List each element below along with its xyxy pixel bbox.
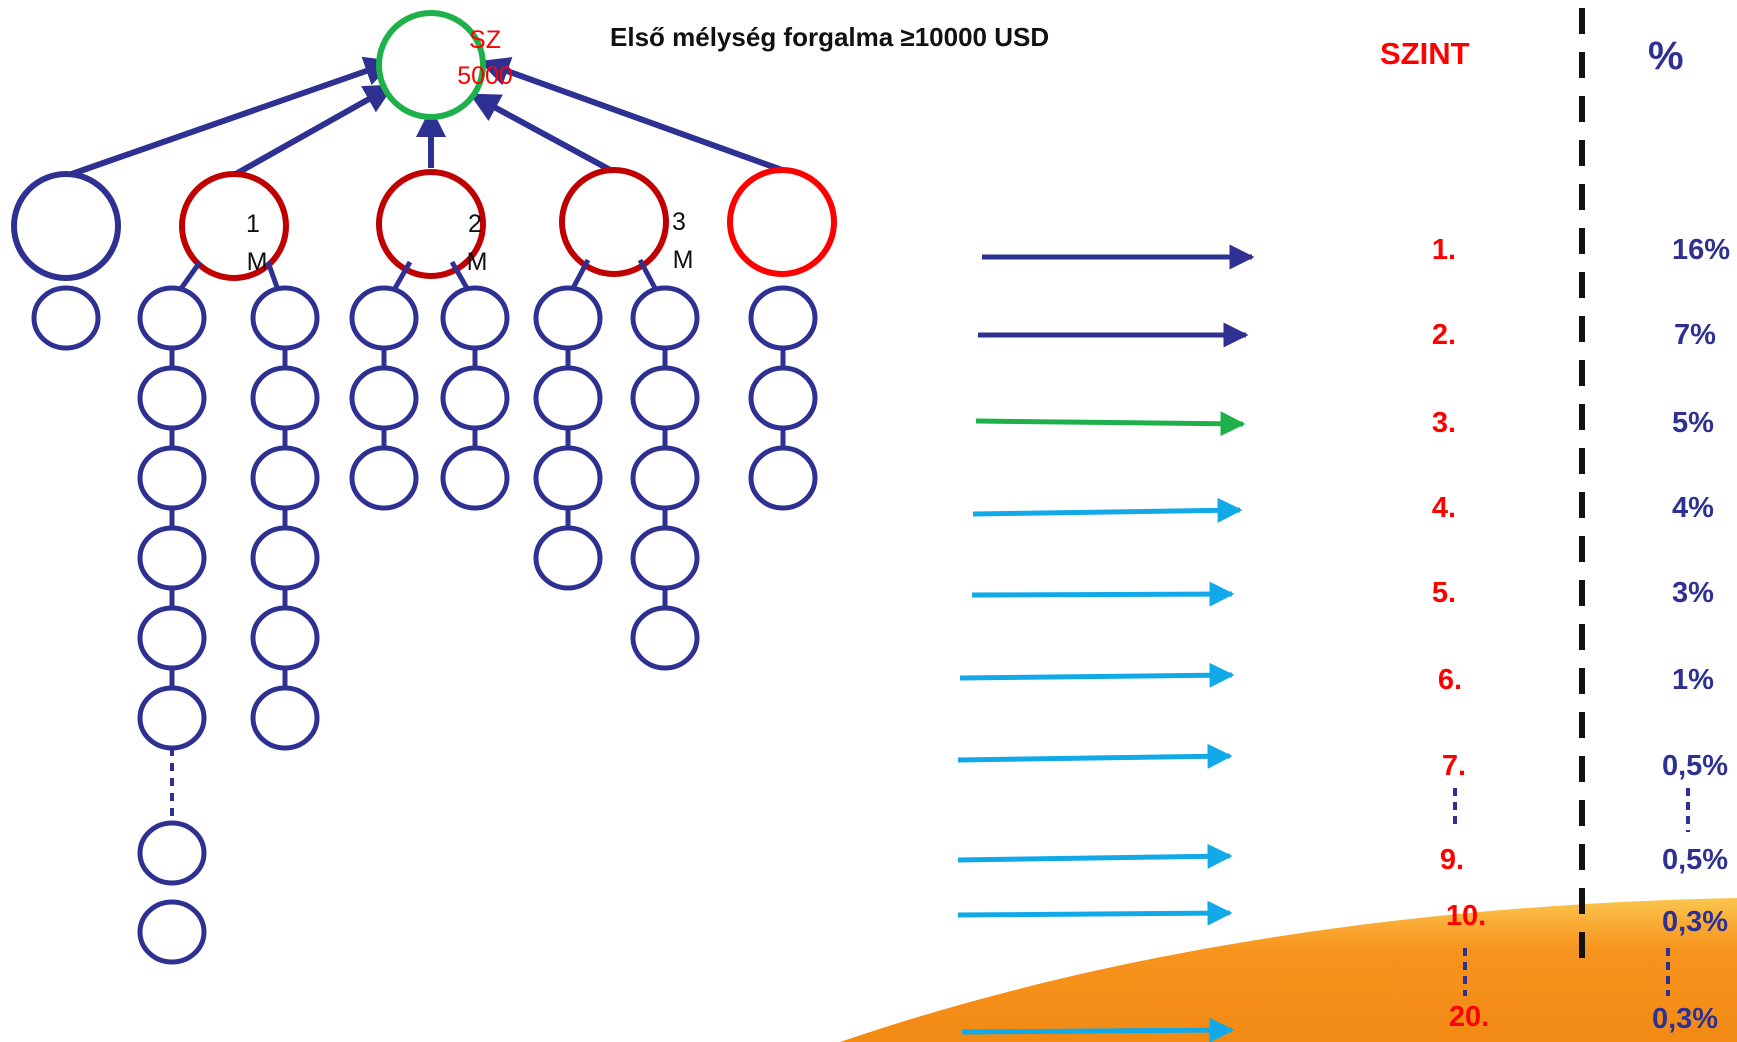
downline-node (748, 365, 818, 431)
member-node-label-top: 2 (468, 210, 482, 238)
downline-node (630, 285, 700, 351)
downline-node (440, 445, 510, 511)
sun-horizon-decoration (840, 898, 1737, 1042)
percent-label: 0,3% (1651, 1003, 1719, 1035)
downline-node (440, 285, 510, 351)
downline-node (137, 525, 207, 591)
member-node-label-top: 3 (672, 208, 686, 236)
upline-arrow (65, 56, 395, 179)
level-label: 1. (1431, 234, 1457, 266)
level-label: 9. (1439, 844, 1465, 876)
downline-node (250, 365, 320, 431)
level-arrow (961, 1017, 1235, 1042)
level-arrow (957, 900, 1233, 926)
downline-node (137, 899, 207, 965)
member-node (559, 167, 669, 277)
downline-node (630, 525, 700, 591)
level-arrow (957, 843, 1233, 869)
level-label: 20. (1448, 1001, 1490, 1033)
level-label: 5. (1431, 577, 1457, 609)
downline-node (533, 525, 603, 591)
downline-node (630, 445, 700, 511)
level-label: 7. (1441, 750, 1467, 782)
downline-node (137, 285, 207, 351)
downline-node (748, 445, 818, 511)
downline-connector (391, 260, 413, 292)
downline-node (748, 285, 818, 351)
downline-node (349, 285, 419, 351)
percent-label: 0,5% (1661, 750, 1729, 782)
downline-node (250, 685, 320, 751)
downline-node (533, 445, 603, 511)
member-node-label-bottom: M (672, 246, 694, 274)
downline-connector (569, 258, 591, 292)
level-label: 6. (1437, 664, 1463, 696)
downline-node (250, 285, 320, 351)
level-label: 2. (1431, 319, 1457, 351)
downline-node (349, 365, 419, 431)
downline-node (137, 605, 207, 671)
percent-label: 0,3% (1661, 906, 1729, 938)
downline-node (137, 445, 207, 511)
downline-node (137, 685, 207, 751)
level-label: 3. (1431, 407, 1457, 439)
percent-label: 4% (1672, 492, 1714, 524)
downline-node (630, 605, 700, 671)
downline-node (250, 525, 320, 591)
downline-node (533, 285, 603, 351)
downline-node (533, 365, 603, 431)
percent-label: 0,5% (1661, 844, 1729, 876)
member-node-label-top: 1 (246, 210, 260, 238)
downline-node (349, 445, 419, 511)
level-label: 4. (1431, 492, 1457, 524)
root-node (376, 10, 486, 120)
downline-node (250, 445, 320, 511)
member-node (179, 171, 289, 281)
downline-node (250, 605, 320, 671)
member-node (11, 171, 121, 281)
percent-column-header: % (1648, 34, 1684, 78)
percent-label: 1% (1672, 664, 1714, 696)
level-arrow (972, 497, 1243, 523)
downline-connector (265, 261, 281, 291)
upline-arrow (469, 92, 616, 175)
downline-node (440, 365, 510, 431)
downline-node (630, 365, 700, 431)
percent-label: 5% (1672, 407, 1714, 439)
level-arrow (975, 411, 1246, 437)
member-node (727, 167, 837, 277)
root-node-label-top: SZ (469, 26, 501, 54)
upline-arrow (479, 57, 784, 173)
level-label: 10. (1445, 900, 1487, 932)
member-node-label-bottom: M (246, 248, 268, 276)
downline-node (137, 365, 207, 431)
level-arrow (959, 662, 1235, 688)
downline-node (31, 285, 101, 351)
diagram-title: Első mélység forgalma ≥10000 USD (610, 22, 1050, 52)
root-node-label-bottom: 5000 (457, 62, 513, 90)
downline-connector (637, 258, 659, 292)
downline-node (137, 820, 207, 886)
percent-label: 7% (1674, 319, 1716, 351)
upline-arrow (232, 83, 395, 178)
level-arrow (957, 743, 1233, 769)
downline-connector (449, 260, 471, 292)
downline-connector (177, 260, 203, 292)
percent-label: 16% (1671, 234, 1731, 266)
member-node (376, 169, 486, 279)
member-node-label-bottom: M (466, 248, 488, 276)
szint-column-header: SZINT (1380, 36, 1470, 71)
level-arrow (971, 581, 1235, 607)
percent-label: 3% (1672, 577, 1714, 609)
